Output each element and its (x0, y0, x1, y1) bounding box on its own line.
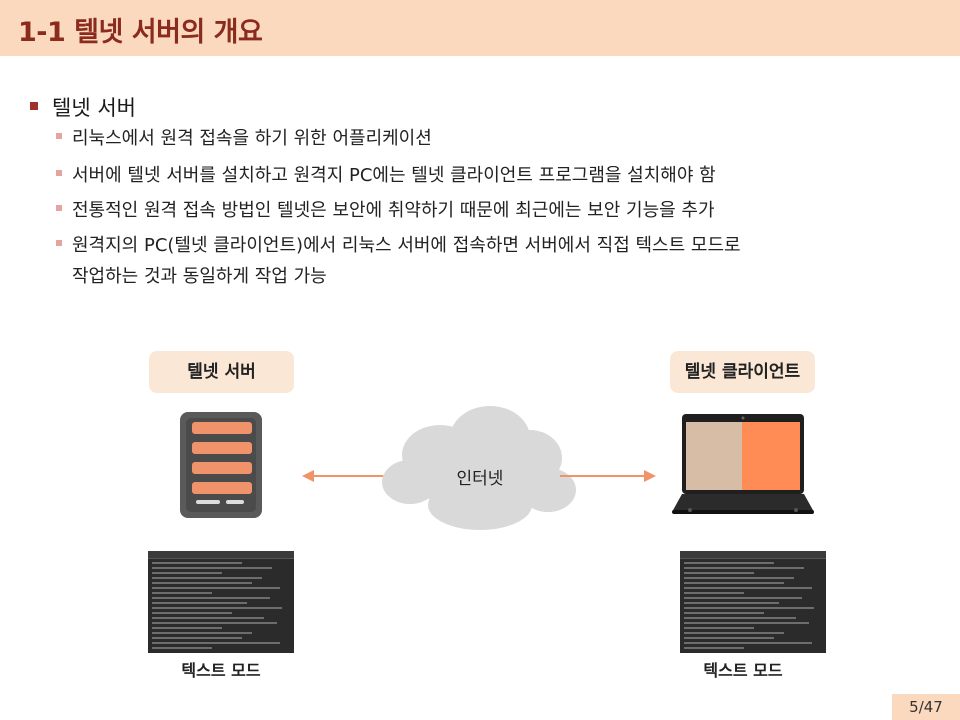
client-label: 텔넷 클라이언트 (670, 351, 815, 393)
page-number: 5/47 (892, 694, 960, 720)
sub-bullet-text: 전통적인 원격 접속 방법인 텔넷은 보안에 취약하기 때문에 최근에는 보안 … (72, 200, 715, 221)
sub-bullet-text: 서버에 텔넷 서버를 설치하고 원격지 PC에는 텔넷 클라이언트 프로그램을 … (72, 165, 716, 186)
sub-bullet-text: 원격지의 PC(텔넷 클라이언트)에서 리눅스 서버에 접속하면 서버에서 직접… (72, 235, 741, 256)
server-label: 텔넷 서버 (149, 351, 294, 393)
title-bar: 1-1 텔넷 서버의 개요 (0, 0, 960, 56)
sub-bullet-1: 리눅스에서 원격 접속을 하기 위한 어플리케이션 (56, 124, 936, 154)
client-terminal-screenshot (680, 551, 826, 653)
main-bullet: 텔넷 서버 (30, 92, 136, 122)
sub-bullet-icon (56, 133, 62, 139)
sub-bullet-text: 리눅스에서 원격 접속을 하기 위한 어플리케이션 (72, 128, 432, 149)
sub-bullet-4-continued: 작업하는 것과 동일하게 작업 가능 (56, 262, 936, 292)
sub-bullet-icon (56, 205, 62, 211)
sub-bullet-icon (56, 240, 62, 246)
cloud-label: 인터넷 (457, 469, 504, 489)
main-bullet-text: 텔넷 서버 (52, 96, 136, 120)
slide-title: 1-1 텔넷 서버의 개요 (18, 17, 263, 48)
sub-bullet-4: 원격지의 PC(텔넷 클라이언트)에서 리눅스 서버에 접속하면 서버에서 직접… (56, 231, 936, 261)
server-icon (180, 412, 262, 518)
sub-bullet-2: 서버에 텔넷 서버를 설치하고 원격지 PC에는 텔넷 클라이언트 프로그램을 … (56, 161, 936, 191)
internet-cloud-icon (382, 406, 576, 530)
client-mode-label: 텍스트 모드 (703, 661, 783, 680)
sub-bullet-icon (56, 170, 62, 176)
server-mode-label: 텍스트 모드 (181, 661, 261, 680)
right-arrow-icon (560, 470, 656, 482)
sub-bullet-3: 전통적인 원격 접속 방법인 텔넷은 보안에 취약하기 때문에 최근에는 보안 … (56, 196, 936, 226)
laptop-icon (672, 414, 814, 514)
server-terminal-screenshot (148, 551, 294, 653)
bullet-square-icon (30, 102, 38, 110)
sub-bullet-text: 작업하는 것과 동일하게 작업 가능 (72, 266, 327, 287)
